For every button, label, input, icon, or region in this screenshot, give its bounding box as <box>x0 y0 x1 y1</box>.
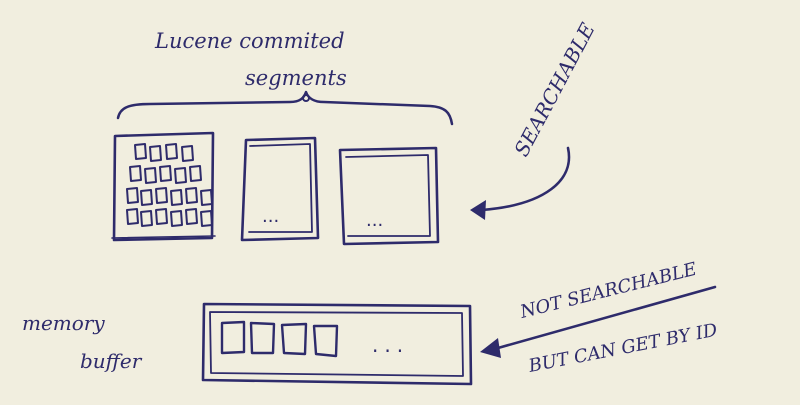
document-mark <box>126 187 139 204</box>
document-mark <box>129 165 142 182</box>
segment-3-dots: ... <box>366 210 383 231</box>
document-mark <box>126 208 139 225</box>
brace-knot <box>302 94 310 102</box>
segment-box-3: ... <box>338 146 440 246</box>
document-mark <box>159 165 172 182</box>
segments-title-line2: segments <box>245 66 347 90</box>
arrow-left-icon <box>480 285 717 358</box>
searchable-label: SEARCHABLE <box>509 18 600 160</box>
document-mark <box>170 189 183 206</box>
segment-2-dots: ... <box>262 206 279 227</box>
document-mark <box>185 187 198 204</box>
segment-box-2: ... <box>240 136 320 242</box>
document-mark <box>140 189 153 206</box>
but-can-get-by-id-label: BUT CAN GET BY ID <box>526 320 720 377</box>
document-mark <box>181 145 194 162</box>
segments-brace <box>116 90 454 126</box>
memory-buffer-line1: memory <box>22 311 105 335</box>
segments-title-line1: Lucene commited <box>154 29 345 53</box>
memory-buffer-box: ... <box>201 302 473 386</box>
document-mark <box>144 167 157 184</box>
document-mark <box>185 208 198 225</box>
segment-box-filled <box>111 131 216 242</box>
document-mark <box>200 210 213 227</box>
document-grid <box>126 143 213 227</box>
memory-buffer-dots: ... <box>372 333 409 357</box>
arrow-left-icon <box>470 146 571 220</box>
document-mark <box>189 165 202 182</box>
document-mark <box>155 208 168 225</box>
document-mark <box>200 189 213 206</box>
document-mark <box>165 143 178 160</box>
not-searchable-label: NOT SEARCHABLE <box>517 259 699 323</box>
document-mark <box>155 187 168 204</box>
document-mark <box>170 210 183 227</box>
document-mark <box>140 210 153 227</box>
document-mark <box>134 143 147 160</box>
document-mark <box>174 167 187 184</box>
document-mark <box>149 145 162 162</box>
memory-buffer-line2: buffer <box>80 349 143 373</box>
